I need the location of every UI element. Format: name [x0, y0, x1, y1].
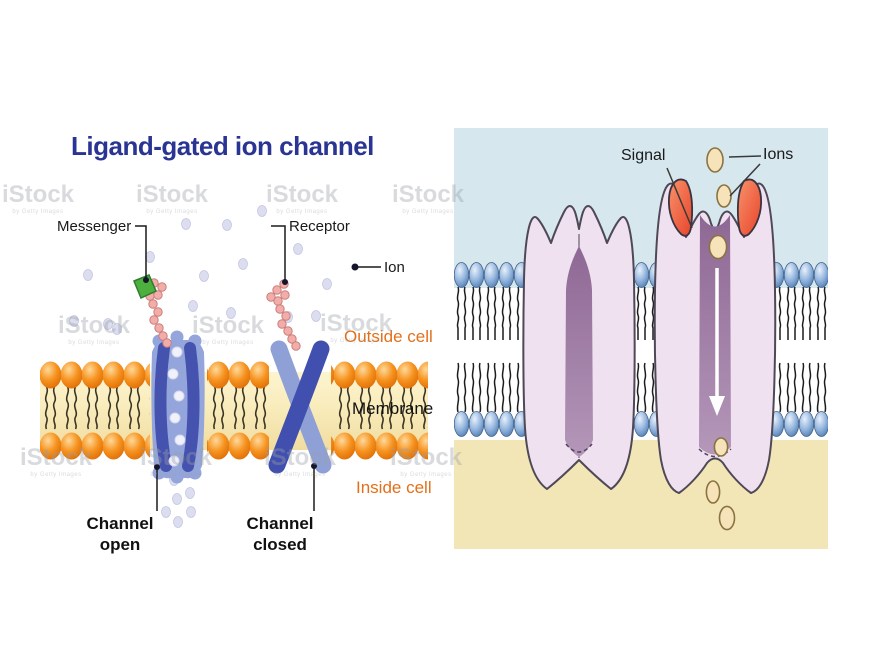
cytosol	[454, 440, 828, 549]
messenger-label: Messenger	[57, 218, 132, 235]
ions-in-pore	[167, 346, 186, 467]
signal-label: Signal	[621, 147, 666, 164]
channel-closed-protein	[268, 340, 332, 474]
right-channel-open	[653, 182, 777, 494]
channel-closed-label: Channel closed	[246, 514, 314, 555]
signal-molecules	[668, 178, 762, 237]
channel-open-protein	[151, 330, 205, 484]
inside-cell-label: Inside cell	[356, 478, 432, 497]
ion-particles	[705, 147, 736, 531]
ions-label: Ions	[763, 146, 794, 163]
page-title: Ligand-gated ion channel	[71, 131, 374, 161]
right-channel-closed	[522, 205, 636, 490]
pointer-lines-left	[135, 225, 381, 511]
lipid-segment	[40, 360, 150, 462]
lipid-segment	[207, 360, 269, 462]
receptor-chain-closed	[266, 279, 301, 351]
ion-label: Ion	[384, 259, 405, 276]
pointer-dots-left	[143, 263, 359, 470]
closed-pore	[565, 246, 593, 457]
outside-cell-label: Outside cell	[344, 327, 433, 346]
messenger-molecule	[133, 274, 157, 300]
lipid-segment	[331, 360, 428, 462]
channel-open-label: Channel open	[86, 514, 154, 555]
receptor-label: Receptor	[289, 218, 350, 235]
open-pore	[699, 215, 731, 455]
pointer-lines-right	[666, 155, 762, 229]
membrane-label: Membrane	[352, 399, 434, 418]
left-membrane-bilayer	[40, 360, 428, 462]
